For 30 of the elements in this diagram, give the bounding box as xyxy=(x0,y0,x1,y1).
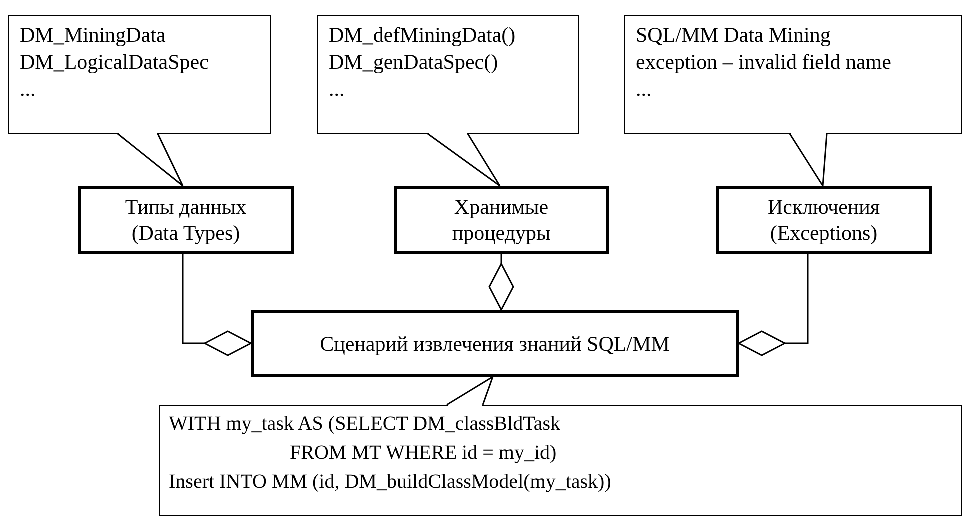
note-text: exception – invalid field name xyxy=(636,49,892,76)
callout-pointer xyxy=(427,133,501,187)
entity-box xyxy=(716,186,932,254)
note-text: DM_genDataSpec() xyxy=(329,49,500,76)
callout-pointer xyxy=(117,133,184,187)
note-text: ... xyxy=(329,76,346,103)
entity-label: Сценарий извлечения знаний SQL/MM xyxy=(320,330,670,356)
entity-box xyxy=(394,186,609,254)
code-line: WITH my_task AS (SELECT DM_classBldTask xyxy=(169,412,562,437)
callout-pointer xyxy=(789,133,828,187)
note-callout xyxy=(317,15,579,134)
callout-pointer xyxy=(446,376,494,406)
note-text: DM_MiningData xyxy=(20,22,167,49)
note-text: ... xyxy=(636,76,653,103)
entity-box xyxy=(78,186,294,254)
code-callout xyxy=(159,405,962,516)
note-text: DM_defMiningData() xyxy=(329,22,517,49)
code-line: FROM MT WHERE id = my_id) xyxy=(289,441,558,466)
entity-label: Хранимые процедуры xyxy=(451,194,552,246)
note-text: ... xyxy=(20,76,37,103)
entity-box xyxy=(251,310,739,377)
aggregation-connector xyxy=(182,254,252,356)
note-text: DM_LogicalDataSpec xyxy=(20,49,210,76)
aggregation-connector xyxy=(738,254,809,356)
code-line: Insert INTO MM (id, DM_buildClassModel(my_task)) xyxy=(169,470,612,495)
entity-label: Исключения (Exceptions) xyxy=(766,194,882,246)
note-text: SQL/MM Data Mining xyxy=(636,22,832,49)
note-callout xyxy=(8,15,271,134)
entity-label: Типы данных (Data Types) xyxy=(124,194,248,246)
note-callout xyxy=(624,15,962,134)
